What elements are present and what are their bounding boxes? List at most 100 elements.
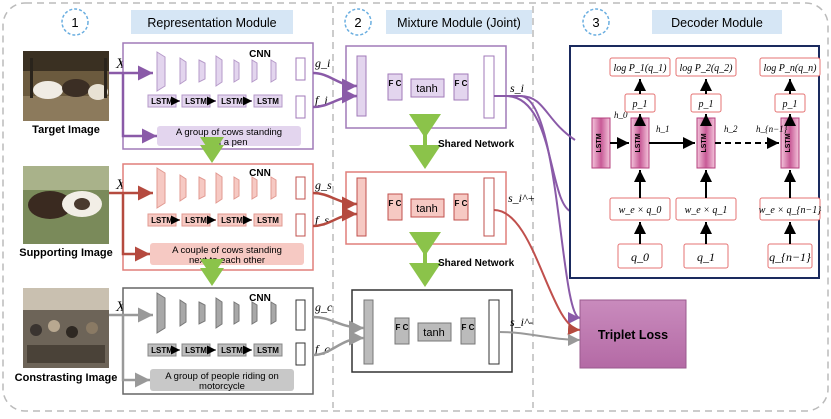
arrow-gi-to-mix	[312, 71, 358, 94]
caption-supporting-line2: next to each other	[189, 255, 265, 266]
decoder-lstm-cell-label: LSTM	[785, 133, 792, 152]
decoder-lstm-cell-label: LSTM	[701, 133, 708, 152]
decoder-lstm-cell-label: LSTM	[635, 133, 642, 152]
decoder-output-label: log P_n(q_n)	[763, 63, 817, 74]
target-image-label: Target Image	[32, 124, 100, 136]
feature-vector-target-cnn	[295, 57, 306, 81]
feature-vector-contrasting-lstm	[295, 342, 306, 366]
cnn-label-supporting: CNN	[249, 168, 271, 179]
decoder-output-box	[759, 57, 821, 77]
decoder-output-label: log P_2(q_2)	[679, 63, 733, 74]
arrow-supporting-to-caption	[121, 193, 150, 262]
arrow-si-into-decoder	[519, 95, 576, 141]
cnn-out-contrasting: g_c	[315, 300, 333, 314]
mix-out-target: s_i	[510, 81, 524, 95]
decoder-hidden-h0: h_0	[614, 110, 628, 120]
arrow-fi-to-mix	[312, 88, 358, 109]
caption-box-supporting	[150, 243, 304, 265]
arrow-target-to-caption	[121, 73, 157, 144]
contrasting-image-label: Constrasting Image	[15, 372, 118, 384]
lstm-cell-label: LSTM	[257, 216, 279, 225]
decoder-hidden-hn: h_{n−1}	[756, 124, 788, 134]
section-title-decoder: Decoder Module	[671, 16, 763, 30]
lstm-cell-label: LSTM	[221, 97, 243, 106]
caption-target-line2: on a pen	[211, 137, 248, 148]
shared-network-label-1a: Shared Network	[438, 139, 515, 150]
lstm-row-supporting: LSTM LSTM LSTM LSTM	[147, 213, 283, 227]
lstm-cell-label: LSTM	[185, 346, 207, 355]
arrow-gs-to-mix	[312, 191, 358, 212]
decoder-token-label: q_{n−1}	[769, 250, 811, 264]
photo-target	[23, 51, 109, 121]
outer-frame	[2, 2, 829, 412]
decoder-box	[569, 45, 820, 279]
section-number-1: 1	[71, 15, 78, 30]
lstm-row-target: LSTM LSTM LSTM LSTM	[147, 94, 283, 108]
decoder-output-box	[675, 57, 737, 77]
caption-contrasting-line1: A group of people riding on	[165, 371, 279, 382]
triplet-loss-box	[579, 299, 687, 369]
lstm-cell-label: LSTM	[257, 346, 279, 355]
cnn-supporting	[156, 167, 277, 209]
lstm-cell-label: LSTM	[151, 97, 173, 106]
decoder-embedding-label: w_e × q_{n−1}	[759, 205, 822, 216]
arrow-gc-to-mix	[312, 315, 365, 336]
section-header-representation: 1 Representation Module	[61, 8, 293, 36]
fc1-supporting-label: F C	[389, 199, 402, 208]
fc1-contrasting-label: F C	[396, 323, 409, 332]
fc2-supporting-label: F C	[455, 199, 468, 208]
lstm-cell-label: LSTM	[221, 216, 243, 225]
photo-contrasting	[23, 288, 109, 368]
lstm-cell-label: LSTM	[151, 346, 173, 355]
cnn-target	[156, 51, 277, 92]
photo-supporting	[23, 166, 109, 244]
feature-vector-supporting-cnn	[295, 176, 306, 200]
cnn-contrasting	[156, 292, 277, 334]
lstm-cell-label: LSTM	[185, 216, 207, 225]
caption-contrasting-line2: motorcycle	[199, 381, 245, 392]
decoder-hidden-h2: h_2	[724, 124, 738, 134]
lstm-cell-label: LSTM	[185, 97, 207, 106]
section-header-decoder: 3 Decoder Module	[582, 8, 782, 36]
feature-vector-contrasting-cnn	[295, 299, 306, 331]
lstm-cell	[253, 213, 283, 227]
section-number-2: 2	[354, 15, 361, 30]
arrow-si-to-triplet	[494, 95, 581, 324]
cnn-label-target: CNN	[249, 49, 271, 60]
cnn-out-target: g_i	[315, 56, 330, 70]
tanh-contrasting-label: tanh	[423, 327, 444, 339]
mixture-supporting: F C tanh F C	[345, 171, 507, 245]
decoder-softmax-label: p_1	[782, 99, 798, 110]
fc1-target-label: F C	[389, 79, 402, 88]
feature-vector-supporting-lstm	[295, 213, 306, 237]
arrow-fs-to-mix	[312, 206, 358, 228]
section-header-mixture: 2 Mixture Module (Joint)	[344, 8, 532, 36]
decoder-embedding-label: w_e × q_0	[619, 205, 662, 216]
arrow-si-minus-to-triplet	[498, 331, 581, 346]
mix-out-supporting: s_i^+	[508, 191, 535, 205]
feature-vector-target-lstm	[295, 95, 306, 119]
tanh-target-label: tanh	[416, 83, 437, 95]
caption-box-target	[157, 126, 301, 146]
cnn-out-supporting: g_s	[315, 178, 332, 192]
section-number-3: 3	[592, 15, 599, 30]
section-title-representation: Representation Module	[147, 16, 276, 30]
decoder-hidden-h1: h_1	[656, 124, 670, 134]
fc2-target-label: F C	[455, 79, 468, 88]
decoder-lstm-initial-label: LSTM	[596, 133, 603, 152]
lstm-cell-label: LSTM	[257, 97, 279, 106]
decoder-output-label: log P_1(q_1)	[613, 63, 667, 74]
lstm-cell-label: LSTM	[151, 216, 173, 225]
tanh-supporting-label: tanh	[416, 203, 437, 215]
cnn-label-contrasting: CNN	[249, 293, 271, 304]
arrow-fc-to-mix	[312, 330, 365, 357]
fc2-contrasting-label: F C	[462, 323, 475, 332]
decoder-token-label: q_1	[697, 250, 715, 264]
arrow-contrasting-to-caption	[121, 315, 150, 388]
supporting-image-label: Supporting Image	[19, 247, 113, 259]
caption-supporting-line1: A couple of cows standing	[172, 245, 282, 256]
